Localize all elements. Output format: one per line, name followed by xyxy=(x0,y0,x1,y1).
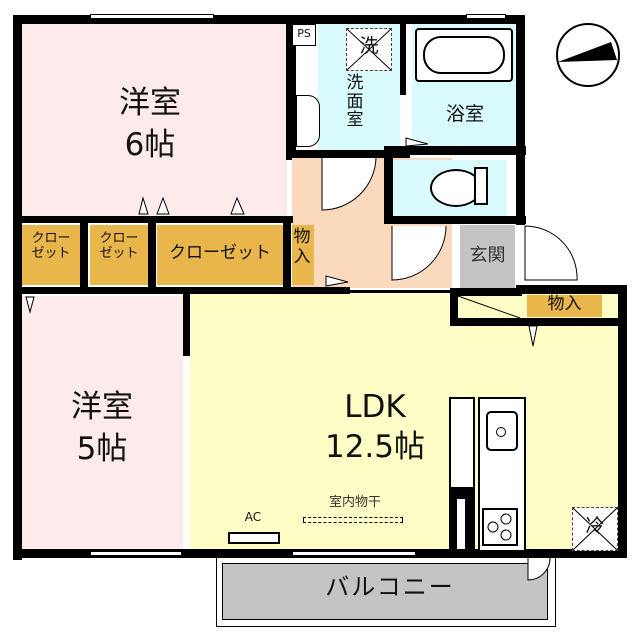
balcony-label: バルコニー xyxy=(325,573,455,601)
wall-bath-bottom xyxy=(386,146,526,155)
storage-entrance-label: 物入 xyxy=(547,294,582,314)
pipe-space-label: PS xyxy=(297,27,311,40)
wall-entrance-bottom xyxy=(450,288,522,296)
air-conditioner[interactable] xyxy=(228,532,280,544)
kitchen-counter xyxy=(449,397,475,489)
wall-shoebox-left xyxy=(450,288,458,326)
wall-top-right xyxy=(287,15,525,24)
closet-3[interactable] xyxy=(157,225,283,285)
window-bath-top[interactable] xyxy=(466,14,506,19)
western-room-5-name: 洋室 xyxy=(71,389,133,425)
western-room-5-size: 5帖 xyxy=(76,431,128,467)
wall-toilet-left xyxy=(384,146,393,224)
wall-hall-bottom-right xyxy=(350,290,453,293)
storage-hall-label: 物 入 xyxy=(293,227,311,267)
western-room-5-fill xyxy=(22,296,183,549)
fridge-space xyxy=(572,507,618,551)
wall-wash-bottom xyxy=(290,150,410,158)
wall-right-upper xyxy=(516,15,525,225)
wall-closet-div3 xyxy=(283,216,291,294)
western-room-6-size: 6帖 xyxy=(124,127,176,163)
closet-2-label: クロー ゼット xyxy=(99,231,139,261)
ldk-size: 12.5帖 xyxy=(324,429,426,465)
closet-1-label: クロー ゼット xyxy=(31,231,71,261)
window-room1-top[interactable] xyxy=(90,14,214,19)
wall-wash-right xyxy=(400,15,406,95)
wall-room1-right xyxy=(286,15,292,160)
wall-shoebox-bottom xyxy=(450,318,627,326)
closet-3-label: クローゼット xyxy=(169,243,271,263)
wall-wash-left xyxy=(290,15,296,155)
wall-room2-right xyxy=(183,294,190,356)
ldk-corridor-fill xyxy=(455,322,618,352)
entrance-fill xyxy=(460,225,515,289)
washer-space xyxy=(346,28,392,71)
western-room-6-fill xyxy=(22,24,287,220)
bathtub[interactable] xyxy=(415,28,513,82)
western-room-6-name: 洋室 xyxy=(119,85,181,121)
washer-label: 洗 xyxy=(359,35,379,57)
ac-label: AC xyxy=(244,510,262,524)
washroom-label: 洗 面 室 xyxy=(346,73,364,131)
pipe-space xyxy=(292,24,316,46)
kitchen-counter-column xyxy=(449,489,475,551)
kitchen-sink-icon[interactable] xyxy=(486,411,518,451)
wall-toilet-bottom xyxy=(384,216,526,224)
wall-closet-div1 xyxy=(80,216,88,294)
wall-right-lower xyxy=(618,285,627,558)
vanity-sink xyxy=(296,95,320,147)
compass-icon xyxy=(555,22,621,88)
indoor-drying-label: 室内物干 xyxy=(328,495,381,510)
window-room2-bottom[interactable] xyxy=(90,551,182,556)
window-ldk-bottom[interactable] xyxy=(292,551,416,556)
indoor-drying-rail xyxy=(303,517,403,523)
closet-2[interactable] xyxy=(90,225,148,285)
balcony-fill xyxy=(222,563,548,620)
closet-1[interactable] xyxy=(22,225,80,285)
fridge-label: 冷 xyxy=(585,515,605,537)
storage-hall[interactable] xyxy=(292,225,314,285)
wall-hall-bottom-left xyxy=(290,287,350,294)
stove-icon[interactable] xyxy=(482,508,518,546)
entrance-label: 玄関 xyxy=(469,245,506,266)
ldk-name: LDK xyxy=(344,389,406,425)
bathroom-label: 浴室 xyxy=(445,103,484,125)
storage-entrance[interactable] xyxy=(527,295,602,317)
wall-closet-div2 xyxy=(148,216,156,294)
wall-top-left xyxy=(13,15,295,24)
wall-right-step xyxy=(516,285,627,294)
toilet-icon[interactable] xyxy=(430,167,490,207)
